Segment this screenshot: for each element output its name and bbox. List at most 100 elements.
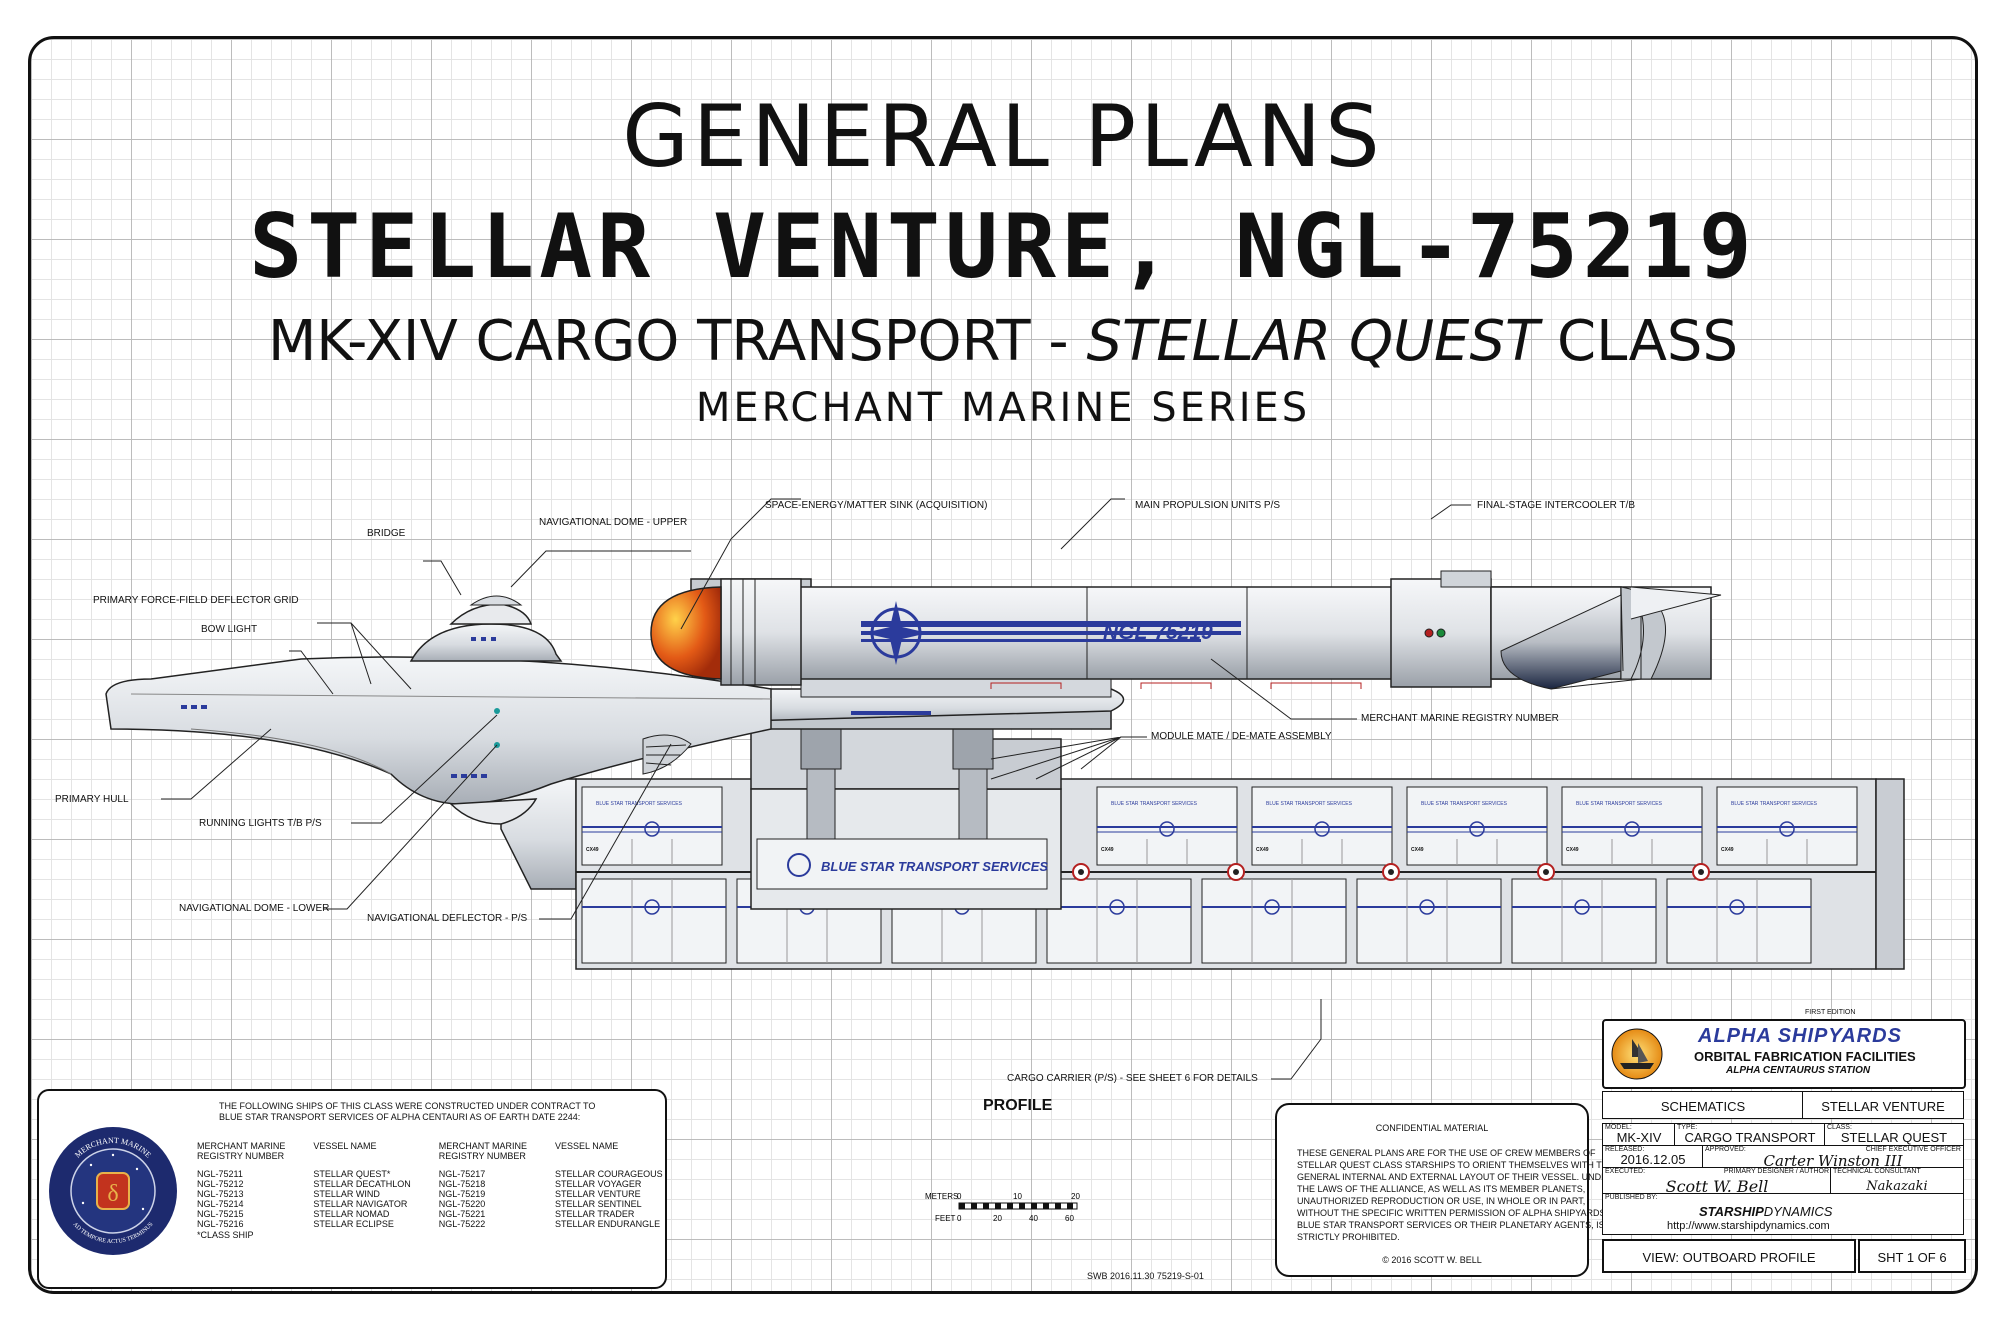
- company-block: ALPHA SHIPYARDS ORBITAL FABRICATION FACI…: [1602, 1019, 1966, 1089]
- callout-registry-number: MERCHANT MARINE REGISTRY NUMBER: [1361, 713, 1559, 724]
- table-cell: NGL-75218: [438, 1179, 486, 1189]
- module-label: BLUE STAR TRANSPORT SERVICES: [1576, 801, 1663, 807]
- published-caption: PUBLISHED BY:: [1605, 1194, 1658, 1201]
- module-coupler: [1227, 863, 1245, 881]
- series-title: MERCHANT MARINE SERIES: [695, 385, 1311, 431]
- doc-type: SCHEMATICS: [1660, 1099, 1746, 1114]
- sheet-cell: SHT 1 OF 6: [1858, 1239, 1966, 1273]
- cargo-module: BLUE STAR TRANSPORT SERVICES CX49: [1406, 786, 1548, 866]
- module-mate-assembly: BLUE STAR TRANSPORT SERVICES: [750, 708, 1062, 910]
- callout-bow-light: BOW LIGHT: [201, 624, 258, 635]
- scale-f-0: 0: [957, 1214, 962, 1223]
- consultant-signature: Nakazaki: [1866, 1179, 1928, 1194]
- confidential-line: UNAUTHORIZED REPRODUCTION OR USE, IN WHO…: [1297, 1196, 1586, 1206]
- cargo-module: [1666, 878, 1812, 964]
- alpha-shipyards-logo: [1611, 1028, 1663, 1080]
- carrier-logo: BLUE STAR TRANSPORT SERVICES: [821, 859, 1048, 874]
- callout-deflector-grid: PRIMARY FORCE-FIELD DEFLECTOR GRID: [93, 595, 299, 606]
- table-cell: NGL-75222: [438, 1219, 486, 1229]
- module-code: CX49: [586, 847, 599, 853]
- subtitle-pre: MK-XIV CARGO TRANSPORT -: [267, 309, 1087, 374]
- type-cell: TYPE:CARGO TRANSPORT: [1674, 1123, 1826, 1147]
- callout-nav-deflector: NAVIGATIONAL DEFLECTOR - P/S: [367, 913, 528, 924]
- ships-col-header: VESSEL NAME: [555, 1141, 619, 1151]
- drawing-id: SWB 2016.11.30 75219-S-01: [1087, 1271, 1204, 1281]
- scale-f-20: 20: [993, 1214, 1002, 1223]
- module-code: CX49: [1411, 847, 1424, 853]
- callout-cargo-carrier: CARGO CARRIER (P/S) - SEE SHEET 6 FOR DE…: [1007, 1073, 1258, 1084]
- ship-name-title: STELLAR VENTURE, NGL-75219: [249, 195, 1757, 298]
- table-cell: STELLAR VOYAGER: [555, 1179, 642, 1189]
- ships-list-panel: δ MERCHANT MARINE AD TEMPORE ACTUS TERMI…: [37, 1089, 667, 1289]
- doc-type-cell: SCHEMATICS: [1602, 1091, 1804, 1119]
- confidential-line: STELLAR QUEST CLASS STARSHIPS TO ORIENT …: [1297, 1160, 1615, 1170]
- callout-nav-dome-upper: NAVIGATIONAL DOME - UPPER: [539, 517, 688, 528]
- hull-registry-number: NGL-75219: [1103, 621, 1213, 644]
- view-cell: VIEW: OUTBOARD PROFILE: [1602, 1239, 1856, 1273]
- ships-intro-line1: THE FOLLOWING SHIPS OF THIS CLASS WERE C…: [219, 1101, 596, 1111]
- module-label: BLUE STAR TRANSPORT SERVICES: [1421, 801, 1508, 807]
- plan-title: GENERAL PLANS: [622, 87, 1384, 187]
- blueprint-sheet: GENERAL PLANS STELLAR VENTURE, NGL-75219…: [28, 36, 1978, 1294]
- module-code: CX49: [1101, 847, 1114, 853]
- approved-caption: APPROVED:: [1705, 1146, 1746, 1153]
- ships-col-header: MERCHANT MARINE REGISTRY NUMBER: [197, 1141, 286, 1161]
- confidential-line: WITHOUT THE SPECIFIC WRITTEN PERMISSION …: [1297, 1208, 1606, 1218]
- released-value: 2016.12.05: [1620, 1152, 1686, 1167]
- table-cell: STELLAR DECATHLON: [313, 1179, 411, 1189]
- vessel-cell: STELLAR VENTURE: [1802, 1091, 1964, 1119]
- confidential-text: THESE GENERAL PLANS ARE FOR THE USE OF C…: [1297, 1147, 1615, 1243]
- callout-main-propulsion: MAIN PROPULSION UNITS P/S: [1135, 500, 1281, 511]
- facility-name: ORBITAL FABRICATION FACILITIES: [1694, 1049, 1916, 1064]
- table-cell: NGL-75214: [197, 1199, 244, 1209]
- table-cell: NGL-75212: [197, 1179, 244, 1189]
- view-value: VIEW: OUTBOARD PROFILE: [1642, 1250, 1816, 1265]
- consultant-caption: TECHNICAL CONSULTANT: [1833, 1168, 1921, 1175]
- ships-col-header: MERCHANT MARINE REGISTRY NUMBER: [438, 1141, 528, 1161]
- table-cell: NGL-75216: [197, 1219, 244, 1229]
- publisher-url[interactable]: http://www.starshipdynamics.com: [1667, 1220, 1830, 1232]
- callout-bridge: BRIDGE: [367, 528, 406, 539]
- executed-caption: EXECUTED:: [1605, 1168, 1646, 1175]
- confidential-line: STRICTLY PROHIBITED.: [1297, 1232, 1400, 1242]
- cargo-module: [581, 878, 727, 964]
- consultant-cell: TECHNICAL CONSULTANT Nakazaki: [1830, 1167, 1964, 1195]
- scale-m-20: 20: [1071, 1192, 1080, 1201]
- main-propulsion-unit: NGL-75219: [650, 570, 1722, 690]
- cxo-caption: CHIEF EXECUTIVE OFFICER: [1865, 1146, 1961, 1153]
- copyright: © 2016 SCOTT W. BELL: [1382, 1255, 1482, 1265]
- table-cell: NGL-75213: [197, 1189, 244, 1199]
- released-caption: RELEASED:: [1605, 1146, 1645, 1153]
- edition-label: FIRST EDITION: [1805, 1009, 1856, 1016]
- svg-text:δ: δ: [107, 1181, 118, 1207]
- callout-nav-dome-lower: NAVIGATIONAL DOME - LOWER: [179, 903, 330, 914]
- ships-table: MERCHANT MARINE REGISTRY NUMBER VESSEL NA…: [197, 1141, 691, 1229]
- confidential-panel: CONFIDENTIAL MATERIAL THESE GENERAL PLAN…: [1275, 1103, 1615, 1277]
- module-coupler: [1537, 863, 1555, 881]
- type-caption: TYPE:: [1677, 1124, 1698, 1131]
- module-code: CX49: [1721, 847, 1734, 853]
- ships-table-wrap: MERCHANT MARINE REGISTRY NUMBER VESSEL NA…: [197, 1141, 663, 1240]
- released-cell: RELEASED:2016.12.05: [1602, 1145, 1704, 1169]
- designer-caption: PRIMARY DESIGNER / AUTHOR: [1723, 1168, 1829, 1175]
- approved-signature: Carter Winston III: [1763, 1152, 1903, 1170]
- station-name: ALPHA CENTAURUS STATION: [1726, 1065, 1871, 1076]
- scale-feet-label: FEET: [935, 1214, 956, 1223]
- class-value: STELLAR QUEST: [1840, 1130, 1948, 1145]
- profile-label: PROFILE: [983, 1097, 1053, 1114]
- subtitle-post: CLASS: [1539, 309, 1738, 374]
- callout-primary-hull: PRIMARY HULL: [55, 794, 129, 805]
- callout-leaders: [161, 498, 1471, 1080]
- table-cell: NGL-75215: [197, 1209, 244, 1219]
